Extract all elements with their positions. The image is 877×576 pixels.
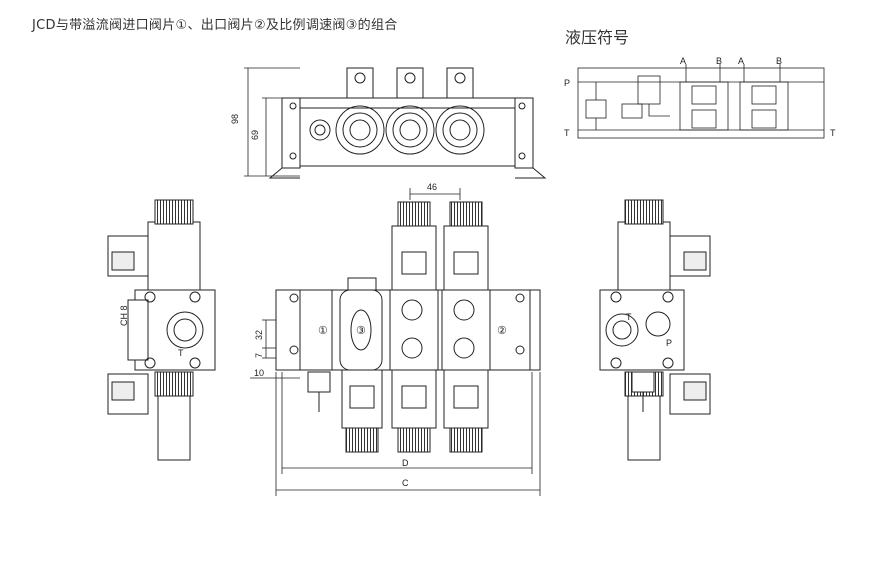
dim-ch8: CH 8 — [119, 305, 129, 326]
left-side-view — [107, 199, 216, 461]
coil-face-2 — [385, 105, 435, 155]
diagram-caption: JCD与带溢流阀进口阀片①、出口阀片②及比例调速阀③的组合 — [32, 18, 398, 33]
dim-32: 32 — [254, 330, 264, 340]
hydraulic-symbol — [577, 64, 825, 139]
symbol-port-A2: A — [738, 56, 744, 66]
right-side-view — [599, 199, 711, 461]
dim-69: 69 — [250, 130, 260, 140]
coil-face-3 — [435, 105, 485, 155]
hydraulic-symbol-title: 液压符号 — [565, 28, 630, 47]
marker-flow: ③ — [356, 325, 366, 337]
dim-D: D — [402, 458, 409, 468]
top-view — [268, 67, 547, 179]
symbol-port-T-right: T — [830, 128, 836, 138]
dim-10: 10 — [254, 368, 264, 378]
marker-inlet: ① — [318, 325, 328, 337]
right-port-P: P — [666, 338, 672, 348]
dim-98: 98 — [230, 114, 240, 124]
symbol-port-A1: A — [680, 56, 686, 66]
marker-outlet: ② — [497, 325, 507, 337]
dim-7: 7 — [254, 353, 264, 358]
symbol-port-B2: B — [776, 56, 782, 66]
right-port-T: T — [626, 312, 632, 322]
symbol-port-P: P — [564, 78, 570, 88]
symbol-port-B1: B — [716, 56, 722, 66]
symbol-port-T-left: T — [564, 128, 570, 138]
coil-face-1 — [335, 105, 385, 155]
dim-46: 46 — [427, 182, 437, 192]
dim-C: C — [402, 478, 409, 488]
front-view — [275, 201, 541, 453]
left-port-T: T — [178, 348, 184, 358]
